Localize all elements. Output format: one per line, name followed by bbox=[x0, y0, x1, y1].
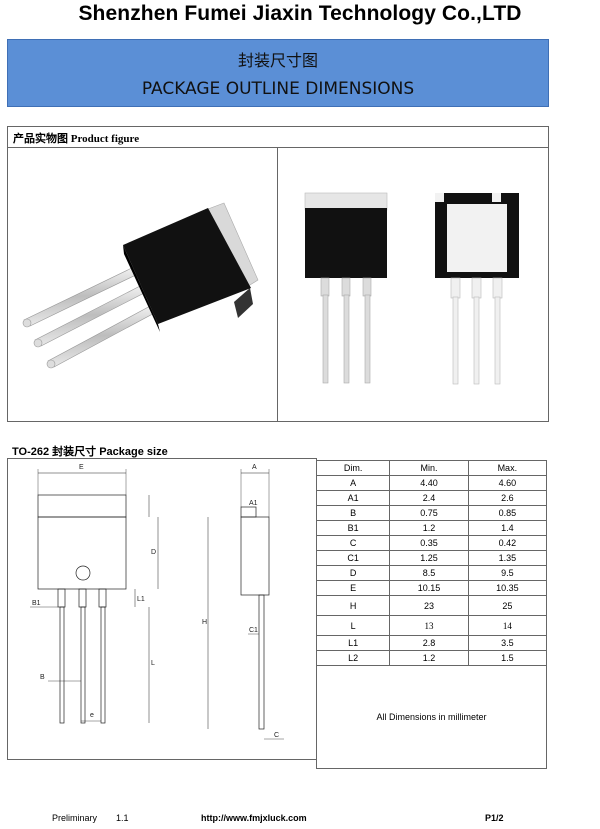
dim-cell: C bbox=[315, 535, 391, 551]
figure-divider bbox=[277, 148, 278, 421]
company-name: Shenzhen Fumei Jiaxin Technology Co.,LTD bbox=[78, 2, 522, 25]
footer-page-number: P1/2 bbox=[485, 813, 504, 823]
product-photo-front bbox=[304, 192, 388, 384]
header-max: Max. bbox=[467, 460, 548, 476]
title-chinese: 封装尺寸图 bbox=[237, 51, 318, 70]
min-cell: 1.2 bbox=[389, 650, 469, 666]
header-min: Min. bbox=[389, 460, 469, 476]
max-cell: 4.60 bbox=[467, 475, 548, 491]
product-figure-label: 产品实物图 Product figure bbox=[13, 133, 140, 145]
footer-url-link[interactable]: http://www.fmjxluck.com bbox=[201, 813, 307, 823]
max-cell: 10.35 bbox=[467, 580, 548, 596]
body-side bbox=[234, 288, 253, 318]
max-cell: 25 bbox=[467, 595, 548, 616]
min-cell: 10.15 bbox=[389, 580, 469, 596]
dim-cell: E bbox=[315, 580, 391, 596]
max-cell: 1.5 bbox=[467, 650, 548, 666]
min-cell: 2.8 bbox=[389, 635, 469, 651]
header-dim: Dim. bbox=[315, 460, 391, 476]
label-L: L bbox=[151, 660, 155, 667]
footer-status: Preliminary bbox=[52, 813, 98, 823]
max-cell: 9.5 bbox=[467, 565, 548, 581]
title-banner: 封装尺寸图 PACKAGE OUTLINE DIMENSIONS bbox=[7, 39, 549, 107]
label-e: e bbox=[90, 712, 94, 719]
label-B: B bbox=[40, 674, 45, 681]
dim-cell: B1 bbox=[315, 520, 391, 536]
label-H: H bbox=[202, 619, 207, 626]
min-cell: 0.35 bbox=[389, 535, 469, 551]
dim-cell: A bbox=[315, 475, 391, 491]
min-cell: 8.5 bbox=[389, 565, 469, 581]
dim-cell: B bbox=[315, 505, 391, 521]
dim-cell: D bbox=[315, 565, 391, 581]
body-front bbox=[123, 245, 160, 332]
min-cell: 1.25 bbox=[389, 550, 469, 566]
label-L1: L1 bbox=[137, 596, 145, 603]
label-D: D bbox=[151, 549, 156, 556]
footer-version: 1.1 bbox=[116, 813, 129, 823]
max-cell: 0.85 bbox=[467, 505, 548, 521]
dim-cell: L1 bbox=[315, 635, 391, 651]
max-cell: 1.35 bbox=[467, 550, 548, 566]
product-figure-header: 产品实物图 Product figure bbox=[8, 127, 548, 148]
min-cell: 1.2 bbox=[389, 520, 469, 536]
product-figure-box: 产品实物图 Product figure bbox=[7, 126, 549, 422]
product-photo-3d bbox=[22, 202, 259, 369]
label-C1: C1 bbox=[249, 627, 258, 634]
label-A: A bbox=[252, 464, 257, 471]
dim-cell: C1 bbox=[315, 550, 391, 566]
max-cell: 1.4 bbox=[467, 520, 548, 536]
package-size-title: TO-262 封装尺寸 Package size bbox=[12, 446, 168, 458]
product-photo-back bbox=[435, 193, 519, 385]
max-cell: 3.5 bbox=[467, 635, 548, 651]
dim-cell: L bbox=[315, 615, 391, 636]
min-cell: 2.4 bbox=[389, 490, 469, 506]
label-B1: B1 bbox=[32, 600, 41, 607]
label-E: E bbox=[79, 464, 84, 471]
min-cell: 4.40 bbox=[389, 475, 469, 491]
min-cell: 23 bbox=[389, 595, 469, 616]
dim-cell: H bbox=[315, 595, 391, 616]
dim-cell: A1 bbox=[315, 490, 391, 506]
max-cell: 2.6 bbox=[467, 490, 548, 506]
min-cell: 13 bbox=[389, 615, 469, 636]
outline-drawing: E A A1 D B1 L1 H L B e C1 C bbox=[30, 464, 284, 740]
body-top bbox=[123, 208, 251, 324]
min-cell: 0.75 bbox=[389, 505, 469, 521]
table-note-row: All Dimensions in millimeter bbox=[316, 665, 547, 769]
label-A1: A1 bbox=[249, 500, 258, 507]
table-header-row: Dim. Min. Max. bbox=[315, 460, 548, 476]
title-english: PACKAGE OUTLINE DIMENSIONS bbox=[141, 79, 415, 99]
max-cell: 14 bbox=[467, 615, 548, 636]
package-drawing: E A A1 D B1 L1 H L B e C1 C bbox=[7, 458, 317, 760]
label-C: C bbox=[274, 732, 279, 739]
max-cell: 0.42 bbox=[467, 535, 548, 551]
dim-cell: L2 bbox=[315, 650, 391, 666]
dimensions-note: All Dimensions in millimeter bbox=[316, 665, 547, 769]
